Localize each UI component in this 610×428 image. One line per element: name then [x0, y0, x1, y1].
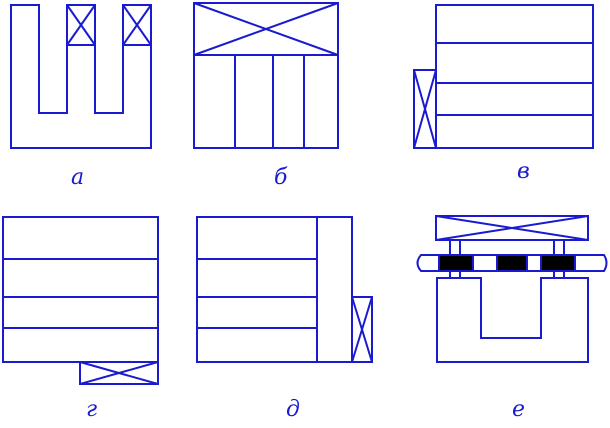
figure-g: г [2, 216, 159, 422]
core-outline [196, 216, 353, 363]
figure-label: е [512, 397, 525, 422]
conductor-bar [416, 254, 608, 272]
figure-label: д [286, 397, 300, 422]
u-core-outline [436, 277, 589, 363]
conductor-block [496, 254, 528, 272]
sh-core-outline [10, 4, 152, 149]
figure-label: г [86, 397, 97, 422]
winding-block [413, 69, 437, 149]
figure-e: е [416, 215, 608, 422]
figure-v: в [413, 4, 594, 184]
core-outline [193, 2, 339, 149]
winding-block [66, 4, 96, 46]
winding-block [351, 296, 373, 363]
winding-cross [193, 2, 339, 56]
figure-label: а [71, 165, 84, 190]
core-outline [435, 4, 594, 149]
conductor-block [438, 254, 474, 272]
figure-label: б [274, 165, 288, 190]
figure-label: в [517, 159, 530, 184]
figure-b: б [193, 2, 339, 190]
winding-block [122, 4, 152, 46]
figure-a: а [10, 4, 152, 190]
winding-block [79, 361, 159, 385]
top-winding [435, 215, 589, 241]
conductor-block [540, 254, 576, 272]
core-outline [2, 216, 159, 363]
figure-d: д [196, 216, 373, 422]
